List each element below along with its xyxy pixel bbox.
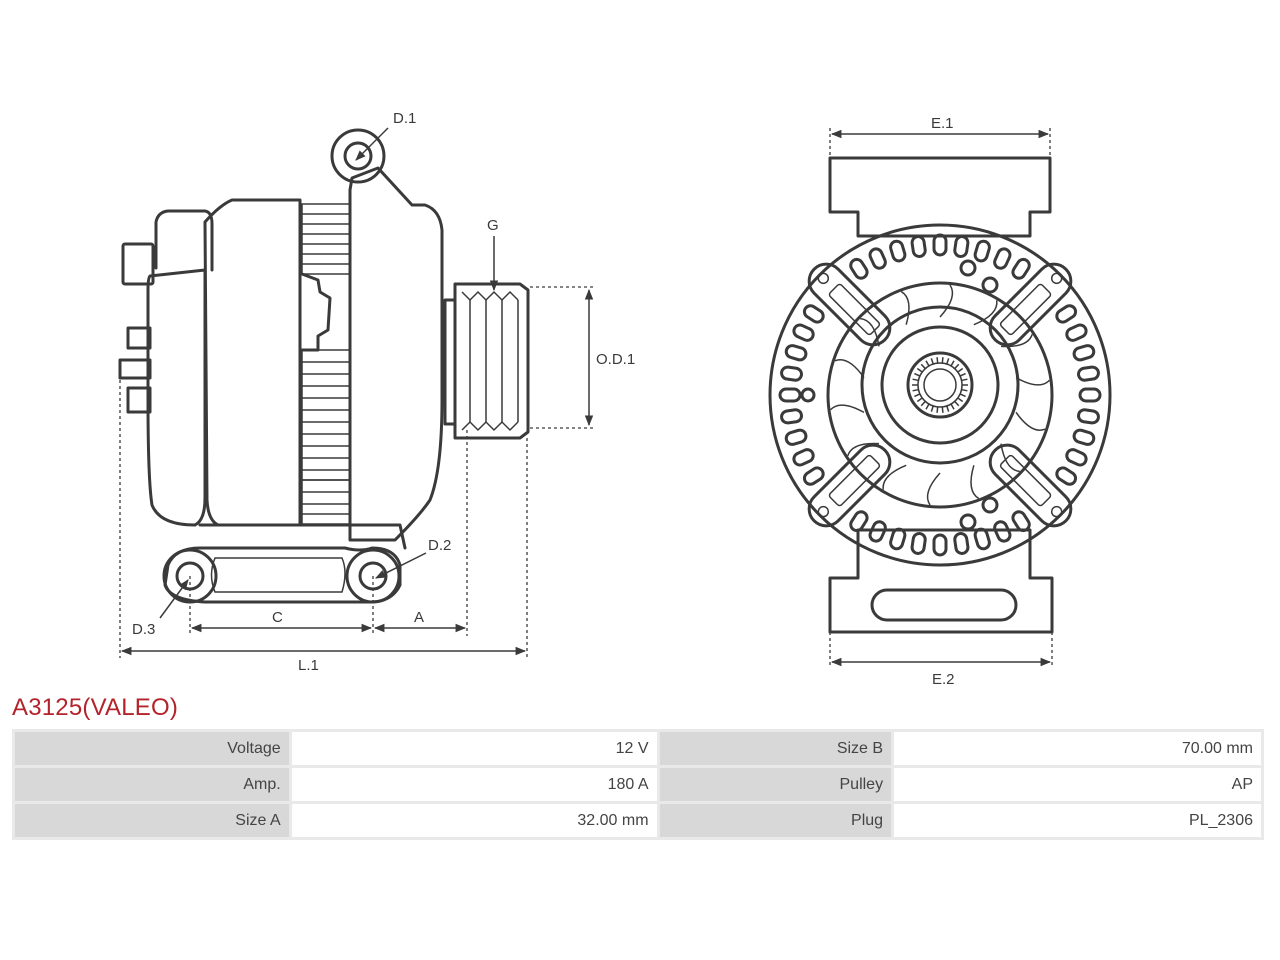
- vent-slot: [953, 235, 970, 258]
- label-d1: D.1: [393, 110, 416, 127]
- spec-value: PL_2306: [894, 804, 1261, 837]
- vent-slot: [1065, 323, 1088, 342]
- fan-blade: [1000, 443, 1020, 473]
- front-view-dimensions: E.1 E.2: [829, 115, 1053, 688]
- spec-value: 70.00 mm: [894, 732, 1261, 765]
- fan-blade: [882, 464, 907, 490]
- fan-blade: [860, 317, 880, 347]
- vent-slot: [1011, 510, 1031, 533]
- spec-key: Plug: [659, 804, 892, 837]
- vent-slot: [1065, 448, 1088, 467]
- fan-blade: [900, 290, 910, 325]
- vent-slot: [802, 466, 825, 486]
- fan-blades: [829, 284, 1051, 506]
- mounting-arm: [807, 443, 892, 528]
- vent-slot: [932, 533, 948, 557]
- vent-slot: [849, 257, 869, 280]
- vent-slot: [1072, 428, 1096, 446]
- vent-slots: [778, 233, 1102, 557]
- vent-slot: [849, 510, 869, 533]
- label-e1: E.1: [931, 115, 954, 132]
- vent-slot: [784, 344, 808, 362]
- vent-slot: [802, 304, 825, 324]
- vent-slot: [1077, 408, 1100, 425]
- vent-slot: [784, 428, 808, 446]
- label-a: A: [414, 609, 424, 626]
- fan-blade: [1015, 411, 1046, 431]
- label-e2: E.2: [932, 671, 955, 688]
- spec-table: Voltage 12 V Size B 70.00 mm Amp. 180 A …: [12, 729, 1264, 840]
- label-l1: L.1: [298, 657, 319, 674]
- spec-value: 32.00 mm: [291, 804, 657, 837]
- vent-slot: [993, 520, 1012, 543]
- vent-slot: [889, 239, 907, 263]
- table-row: Size A 32.00 mm Plug PL_2306: [15, 804, 1261, 837]
- label-od1: O.D.1: [596, 351, 635, 368]
- vent-slot: [910, 235, 927, 258]
- technical-drawing: D.1 D.2 D.3 G O.D.1 C A L.1: [118, 110, 1112, 688]
- vent-slot: [792, 323, 815, 342]
- vent-slot: [778, 387, 802, 403]
- fan-blade: [1015, 376, 1051, 386]
- vent-slot: [910, 532, 927, 555]
- vent-slot: [1078, 387, 1102, 403]
- spec-key: Size A: [15, 804, 289, 837]
- vent-slot: [932, 233, 948, 257]
- vent-slot: [993, 247, 1012, 270]
- spec-key: Amp.: [15, 768, 289, 801]
- spec-key: Voltage: [15, 732, 289, 765]
- mounting-arms: [807, 262, 1073, 528]
- vent-slot: [953, 532, 970, 555]
- vent-slot: [780, 408, 803, 425]
- vent-slot: [780, 365, 803, 382]
- product-title: A3125(VALEO): [12, 694, 179, 721]
- fan-blade: [926, 472, 941, 506]
- vent-slot: [1077, 365, 1100, 382]
- table-row: Voltage 12 V Size B 70.00 mm: [15, 732, 1261, 765]
- spec-key: Size B: [659, 732, 892, 765]
- vent-slot: [1055, 304, 1078, 324]
- vent-slot: [889, 527, 907, 551]
- fan-blade: [973, 300, 998, 326]
- spec-value: AP: [894, 768, 1261, 801]
- vent-slot: [973, 239, 991, 263]
- label-d3: D.3: [132, 621, 155, 638]
- vent-slot: [1011, 257, 1031, 280]
- vent-slot: [1072, 344, 1096, 362]
- front-view: [768, 156, 1112, 634]
- mounting-arm: [807, 262, 892, 347]
- vent-slot: [792, 448, 815, 467]
- fan-blade: [939, 284, 954, 318]
- spline-teeth: [912, 357, 968, 413]
- spec-value: 180 A: [291, 768, 657, 801]
- mounting-arm: [988, 262, 1073, 347]
- table-row: Amp. 180 A Pulley AP: [15, 768, 1261, 801]
- mounting-arm: [988, 443, 1073, 528]
- fan-blade: [970, 465, 980, 500]
- vent-slot: [1055, 466, 1078, 486]
- fan-blade: [847, 442, 880, 457]
- vent-slot: [868, 520, 887, 543]
- spec-value: 12 V: [291, 732, 657, 765]
- side-view: [118, 128, 530, 604]
- vent-slot: [973, 527, 991, 551]
- label-g: G: [487, 217, 499, 234]
- fan-blade: [1000, 333, 1033, 348]
- fan-blade: [829, 404, 865, 414]
- vent-slot: [868, 247, 887, 270]
- label-c: C: [272, 609, 283, 626]
- spec-key: Pulley: [659, 768, 892, 801]
- label-d2: D.2: [428, 537, 451, 554]
- side-view-dimensions: D.1 D.2 D.3 G O.D.1 C A L.1: [119, 110, 635, 674]
